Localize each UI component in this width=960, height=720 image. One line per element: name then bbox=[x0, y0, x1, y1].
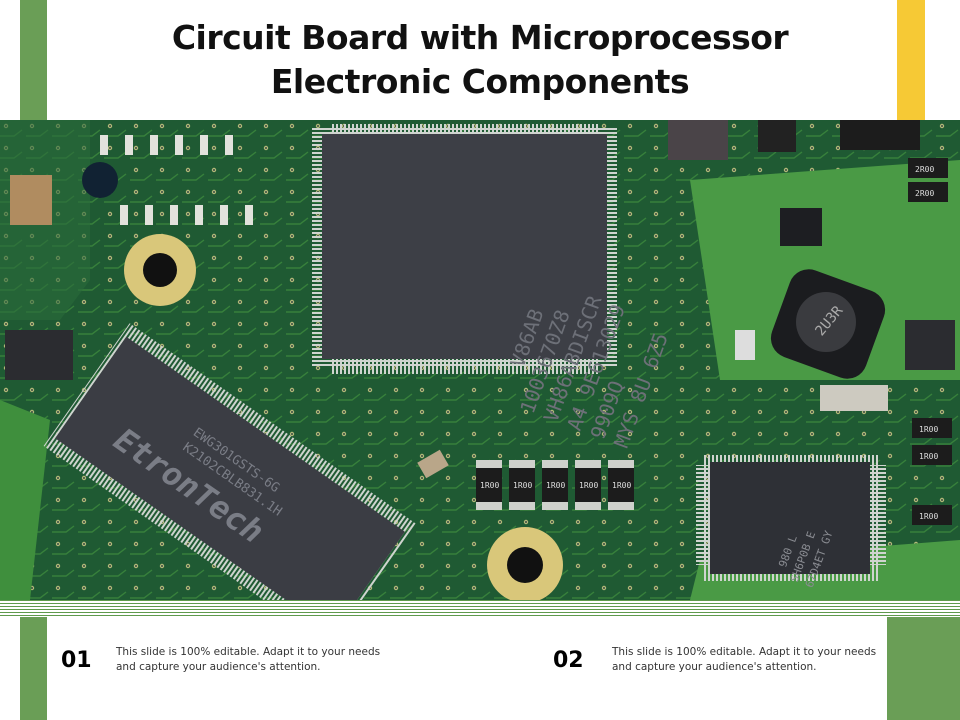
resistor: 1R00 bbox=[575, 460, 601, 510]
resistor: 1R00 bbox=[608, 460, 634, 510]
resistor: 1R00 bbox=[912, 505, 952, 525]
decorative-stripes bbox=[0, 600, 960, 616]
resistor: 2R00 bbox=[908, 158, 948, 178]
title-line-2: Electronic Components bbox=[270, 62, 690, 101]
inductor: 2U3R bbox=[770, 269, 886, 379]
slide-title: Circuit Board with Microprocessor Electr… bbox=[60, 16, 900, 104]
svg-text:1R00: 1R00 bbox=[579, 481, 598, 490]
mounting-hole bbox=[124, 234, 196, 306]
resistor: 1R00 bbox=[542, 460, 568, 510]
svg-text:1R00: 1R00 bbox=[612, 481, 631, 490]
svg-text:1R00: 1R00 bbox=[546, 481, 565, 490]
svg-text:2R00: 2R00 bbox=[915, 189, 934, 198]
mounting-hole bbox=[487, 527, 563, 600]
svg-text:2R00: 2R00 bbox=[915, 165, 934, 174]
resistor: 2R00 bbox=[908, 182, 948, 202]
svg-text:1R00: 1R00 bbox=[919, 512, 938, 521]
circuit-board-photo: V86AB 1003670Z8 VH86ABDISCR A4 9E613029 … bbox=[0, 120, 960, 600]
item-text-1: This slide is 100% editable. Adapt it to… bbox=[116, 646, 381, 673]
resistor: 1R00 bbox=[912, 418, 952, 438]
right-accent-bar-bottom bbox=[887, 617, 960, 720]
svg-text:1R00: 1R00 bbox=[919, 425, 938, 434]
item-text-2: This slide is 100% editable. Adapt it to… bbox=[612, 646, 877, 673]
svg-text:1R00: 1R00 bbox=[513, 481, 532, 490]
item-number-1: 01 bbox=[61, 648, 92, 673]
item-number-2: 02 bbox=[553, 648, 584, 673]
left-accent-bar-bottom bbox=[20, 617, 47, 720]
svg-text:1R00: 1R00 bbox=[480, 481, 499, 490]
small-qfp-chip: 980 L SH6P0B E 67D4ET GY bbox=[696, 455, 886, 589]
resistor: 1R00 bbox=[509, 460, 535, 510]
right-accent-bar-top bbox=[897, 0, 925, 120]
resistor: 1R00 bbox=[912, 445, 952, 465]
svg-text:1R00: 1R00 bbox=[919, 452, 938, 461]
main-processor-chip: V86AB 1003670Z8 VH86ABDISCR A4 9E613029 … bbox=[312, 124, 673, 451]
resistor: 1R00 bbox=[476, 460, 502, 510]
left-accent-bar-top bbox=[20, 0, 47, 120]
etrontech-memory-chip: EWG301GSTS-6G K2102CBLB831.1H EtronTech bbox=[43, 323, 417, 600]
title-line-1: Circuit Board with Microprocessor bbox=[171, 18, 789, 57]
